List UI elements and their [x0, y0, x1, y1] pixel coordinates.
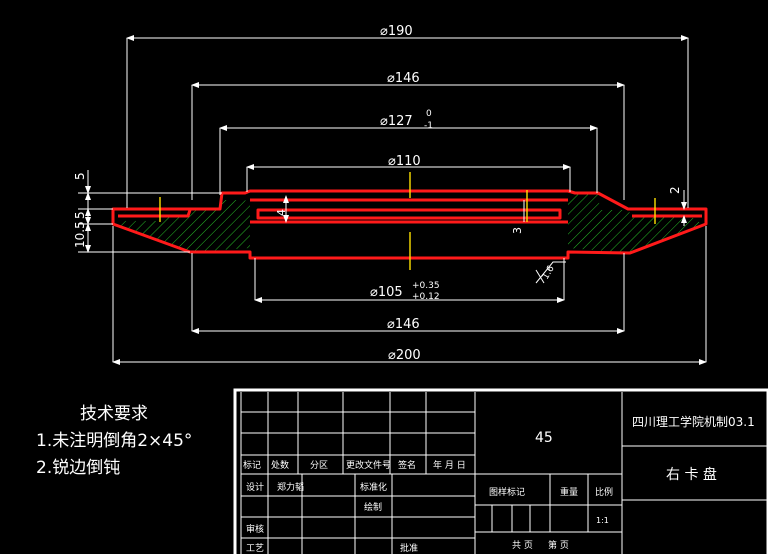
dim-d146-top: ⌀146 [387, 71, 420, 86]
label-chushu: 处数 [271, 459, 289, 471]
scale-value: 1:1 [596, 516, 609, 525]
dim-d105-upper: +0.35 [412, 281, 440, 291]
section-hatch-left [118, 200, 250, 252]
label-nianyueri: 年 月 日 [433, 459, 466, 471]
inner-groove-mid [256, 208, 562, 220]
material-value: 45 [535, 430, 553, 446]
dim-inner-4: 4 [275, 209, 288, 216]
label-gongyi: 工艺 [246, 543, 264, 554]
label-biaoji: 标记 [243, 459, 261, 471]
section-hatch-right [568, 194, 702, 253]
label-fenqu: 分区 [310, 460, 328, 471]
label-tuyang: 图样标记 [489, 486, 525, 498]
label-biaozhunhua: 标准化 [360, 481, 387, 493]
title-block: 45 四川理工学院机制03.1 右 卡 盘 标记 处数 分区 更改文件号 签名 … [233, 388, 768, 554]
label-sheji: 设计 [246, 481, 264, 493]
dim-d105: ⌀105 [370, 285, 403, 300]
label-zhongliang: 重量 [560, 486, 578, 498]
dim-d110: ⌀110 [388, 154, 421, 169]
dim-left-5-mid: 5 [73, 211, 87, 219]
dim-d190: ⌀190 [380, 24, 413, 39]
part-section [111, 172, 708, 270]
label-pizhun: 批准 [400, 542, 418, 554]
roughness-value: 1.6 [541, 264, 557, 282]
dim-d105-lower: +0.12 [412, 292, 440, 302]
dim-inner-3: 3 [511, 227, 524, 234]
label-gong: 共 页 [512, 540, 533, 551]
dim-d200: ⌀200 [388, 348, 421, 363]
label-shenhe: 审核 [246, 523, 264, 535]
school-name: 四川理工学院机制03.1 [632, 414, 755, 429]
label-huizhi: 绘制 [364, 501, 382, 513]
designer-name: 郑力韬 [277, 481, 304, 493]
label-bili: 比例 [595, 486, 613, 498]
tech-requirement-2: 2.锐边倒钝 [36, 458, 121, 478]
label-gengai: 更改文件号 [346, 459, 391, 471]
label-qianming: 签名 [398, 459, 416, 471]
label-di: 第 页 [548, 539, 569, 551]
dimension-lines [78, 35, 707, 365]
tech-requirements-title: 技术要求 [80, 404, 148, 424]
dim-left-10-5: 10.5 [73, 221, 87, 248]
dim-d146-bottom: ⌀146 [387, 317, 420, 332]
outer-profile [111, 189, 708, 260]
dimension-texts: ⌀190 ⌀146 ⌀127 0 -1 ⌀110 ⌀105 +0.35 +0.1… [73, 24, 682, 363]
dim-left-5-top: 5 [73, 172, 87, 180]
dim-d127: ⌀127 [380, 114, 413, 129]
tech-requirement-1: 1.未注明倒角2×45° [36, 431, 193, 451]
left-step [118, 209, 192, 218]
dim-d127-upper: 0 [426, 109, 432, 119]
dim-d127-lower: -1 [424, 121, 433, 131]
dim-right-2: 2 [668, 186, 682, 194]
part-name: 右 卡 盘 [666, 466, 717, 483]
